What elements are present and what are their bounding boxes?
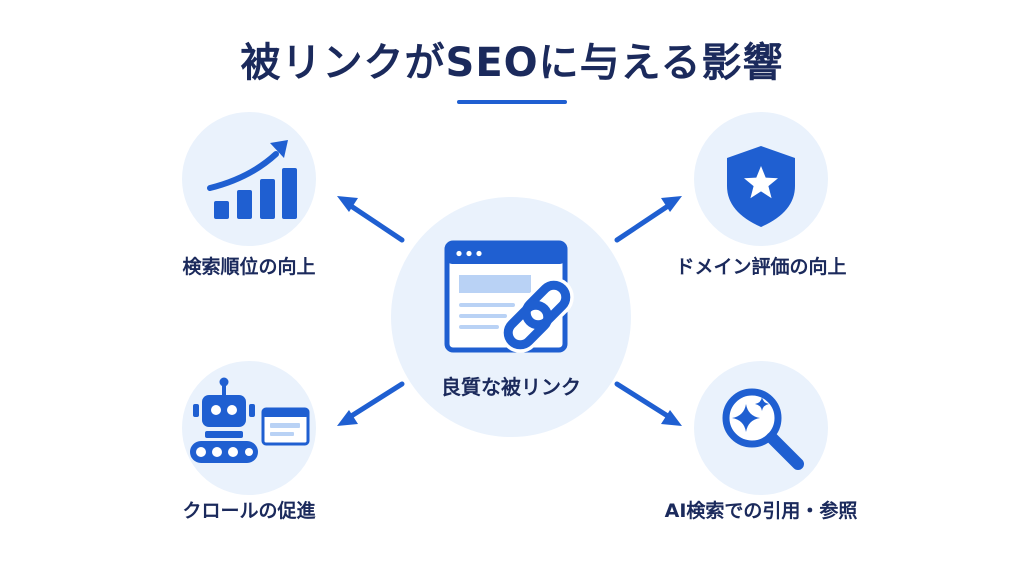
arrow-to-crawl xyxy=(337,381,405,426)
small-webpage-icon xyxy=(261,407,310,446)
page-title: 被リンクがSEOに与える影響 xyxy=(240,40,784,86)
webpage-link-icon xyxy=(444,240,574,353)
chain-link-icon xyxy=(500,277,574,353)
rising-bar-chart-icon xyxy=(207,140,297,219)
search-sparkle-icon xyxy=(722,388,804,470)
center-label: 良質な被リンク xyxy=(441,375,581,399)
arrow-to-ranking xyxy=(337,196,405,243)
effect-label-ai: AI検索での引用・参照 xyxy=(664,500,858,522)
arrow-to-ai xyxy=(614,381,682,426)
shield-star-icon xyxy=(727,146,795,227)
arrow-to-domain xyxy=(614,196,682,243)
effect-label-ranking: 検索順位の向上 xyxy=(182,256,316,278)
effect-label-domain: ドメイン評価の向上 xyxy=(675,256,847,278)
robot-crawler-icon xyxy=(190,377,310,463)
effect-label-crawl: クロールの促進 xyxy=(182,500,316,522)
title-underline xyxy=(457,100,567,104)
